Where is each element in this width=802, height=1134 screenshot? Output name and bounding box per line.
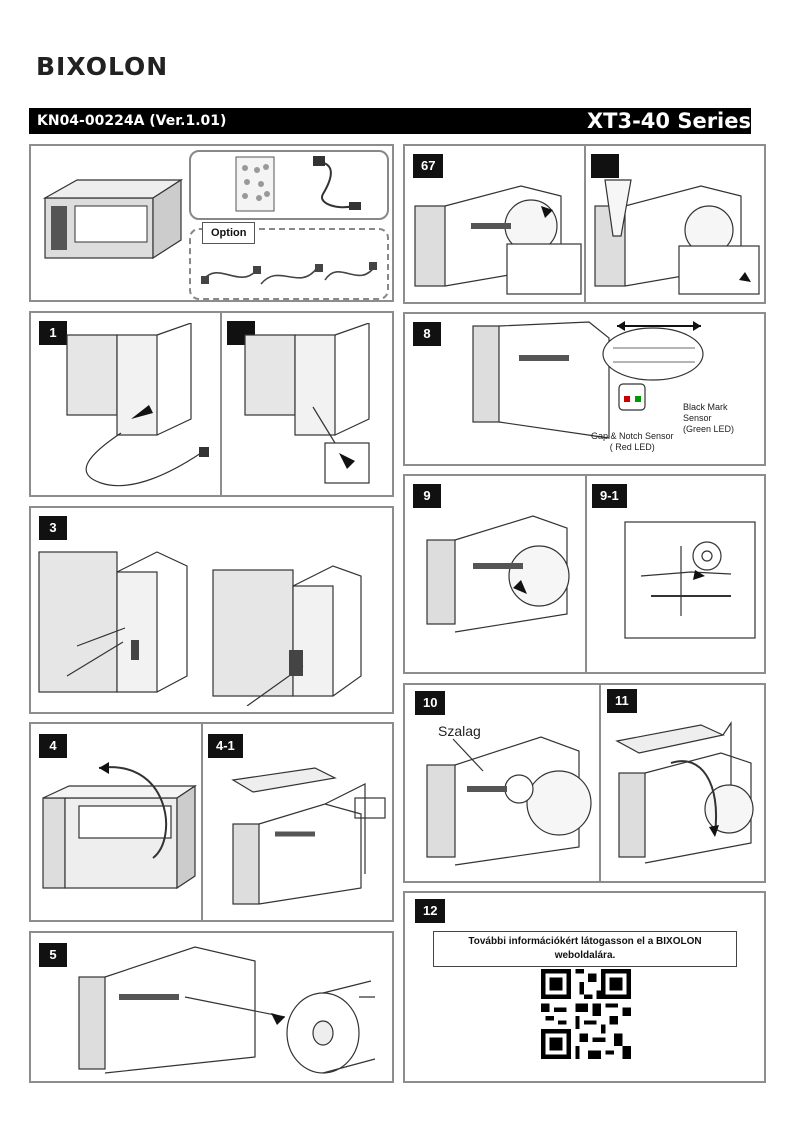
power-switch-illustration-icon — [239, 323, 389, 493]
step-badge-9: 9 — [413, 484, 441, 508]
media-loading-illustration-icon — [423, 510, 583, 640]
step-badge-5: 5 — [39, 943, 67, 967]
panel-step-3: 3 — [29, 506, 394, 714]
media-roll-illustration-icon — [75, 937, 391, 1081]
option-label: Option — [202, 222, 256, 244]
media-sensor-illustration-icon — [469, 318, 709, 448]
power-cable-icon — [309, 154, 365, 214]
cover-close-illustration-icon — [611, 713, 763, 877]
panel-box-contents: Option — [29, 144, 394, 302]
step-badge-3: 3 — [39, 516, 67, 540]
option-cables-icon — [199, 250, 379, 294]
title-banner: KN04-00224A (Ver.1.01) XT3-40 Series — [29, 108, 751, 134]
panel-step-12: 12 További információkért látogasson el … — [403, 891, 766, 1083]
panel-step-9: 9 9-1 — [403, 474, 766, 674]
printer-ribbon-illustration-2-icon — [591, 176, 763, 300]
printer-ribbon-illustration-icon — [411, 176, 583, 300]
step-badge-11: 11 — [607, 689, 637, 713]
step-badge-8: 8 — [413, 322, 441, 346]
step-badge-9-1: 9-1 — [592, 484, 627, 508]
printer-illustration-icon — [41, 176, 191, 266]
brand-logo: BIXOLON — [36, 52, 169, 81]
gap-notch-sensor-label: Gap & Notch Sensor ( Red LED) — [591, 431, 674, 452]
more-info-text: További információkért látogasson el a B… — [433, 931, 737, 967]
media-path-illustration-icon — [621, 516, 761, 646]
panel-step-67: 67 — [403, 144, 766, 304]
opened-printer-illustration-icon — [225, 764, 391, 914]
step-badge-1: 1 — [39, 321, 67, 345]
step-badge-4-1: 4-1 — [208, 734, 243, 758]
panel-step-4: 4 4-1 — [29, 722, 394, 922]
open-cover-illustration-icon — [39, 758, 199, 894]
panel-step-8: 8 Black Mark Sensor (Green LED) Gap & No… — [403, 312, 766, 466]
step-badge-67: 67 — [413, 154, 444, 178]
interface-connection-illustration-icon — [37, 546, 387, 706]
option-box — [189, 228, 389, 300]
step-badge-blank — [591, 154, 619, 178]
accessories-box — [189, 150, 389, 220]
ribbon-loading-illustration-icon — [423, 731, 597, 871]
power-connection-illustration-icon — [61, 323, 217, 493]
qr-code-icon[interactable] — [541, 969, 631, 1059]
panel-step-10: 10 11 Szalag — [403, 683, 766, 883]
step-badge-10: 10 — [415, 691, 446, 715]
doc-code: KN04-00224A (Ver.1.01) — [37, 113, 227, 129]
series-title: XT3-40 Series — [586, 109, 751, 133]
step-badge-4: 4 — [39, 734, 67, 758]
black-mark-sensor-label: Black Mark Sensor (Green LED) — [683, 402, 735, 434]
panel-step-1: 1 — [29, 311, 394, 497]
panel-step-5: 5 — [29, 931, 394, 1083]
ribbon-label: Szalag — [438, 723, 481, 739]
step-badge-12: 12 — [415, 899, 446, 923]
manual-sheet-icon — [235, 156, 275, 212]
